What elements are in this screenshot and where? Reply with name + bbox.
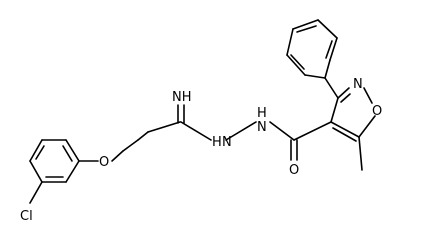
bond-ring — [29, 139, 43, 162]
bond-ring-double — [35, 145, 45, 160]
atom-chlorine: Cl — [20, 209, 33, 224]
structure-canvas: Cl O NH H N N H O N O — [20, 19, 382, 224]
atom-isoxazole-oxygen: O — [372, 104, 382, 119]
bond-ph — [329, 37, 338, 61]
bond-ring — [65, 139, 80, 162]
atom-labels: Cl O NH H N N H O N O — [20, 77, 382, 224]
bond-c-n — [180, 121, 212, 141]
isoxazole-ring — [330, 87, 376, 171]
bond-ch2-c — [147, 121, 181, 133]
bond-o-ch2-b — [122, 139, 139, 152]
carbonyl-group — [290, 121, 332, 161]
bond-cl-c — [29, 181, 43, 204]
bond-ring-double — [62, 145, 73, 162]
atom-isoxazole-nitrogen: N — [353, 77, 363, 92]
bond-ph — [286, 54, 306, 76]
bond-ch2-c-a — [137, 131, 149, 141]
bond-c5-o — [358, 115, 376, 138]
linker-chain — [111, 104, 295, 162]
bond-ring — [29, 160, 43, 183]
bond-ring — [65, 160, 80, 183]
atom-hydrazine-h-2: H — [257, 106, 267, 121]
atom-hydrazine-n-1: N — [222, 135, 232, 150]
bond-ph — [317, 19, 338, 39]
bond-o-n — [363, 87, 373, 104]
bond-co-ring — [293, 121, 332, 141]
bond-ph — [292, 19, 319, 30]
bond-c3-c4 — [330, 97, 339, 123]
atom-imine-nh: NH — [172, 90, 192, 105]
bond-c4-c5 — [330, 121, 360, 138]
bond-n-co — [269, 121, 295, 141]
atom-ether-oxygen: O — [99, 155, 109, 170]
atom-carbonyl-oxygen: O — [289, 163, 299, 178]
atom-hydrazine-n-2: N — [257, 120, 267, 135]
bond-ph-double — [296, 25, 317, 33]
bond-c3-ph — [324, 77, 339, 99]
bond-ph-double — [290, 54, 305, 70]
bond-n-n — [225, 121, 257, 141]
bond-n-c3-double — [340, 93, 351, 103]
phenyl-ring — [286, 19, 339, 99]
bond-ph — [286, 28, 294, 56]
chemical-structure-diagram: Cl O NH H N N H O N O — [20, 19, 382, 224]
bond-ph-double — [325, 40, 333, 59]
bond-ph — [324, 59, 331, 79]
bond-o-ch2 — [111, 150, 124, 162]
bond-c4-c5-double — [332, 127, 357, 142]
atom-hydrazine-h-1: H — [212, 135, 222, 150]
bond-n-c3 — [337, 87, 350, 99]
bond-ph — [304, 74, 326, 79]
chlorophenyl-ring — [29, 139, 99, 204]
bond-methyl — [358, 136, 363, 171]
